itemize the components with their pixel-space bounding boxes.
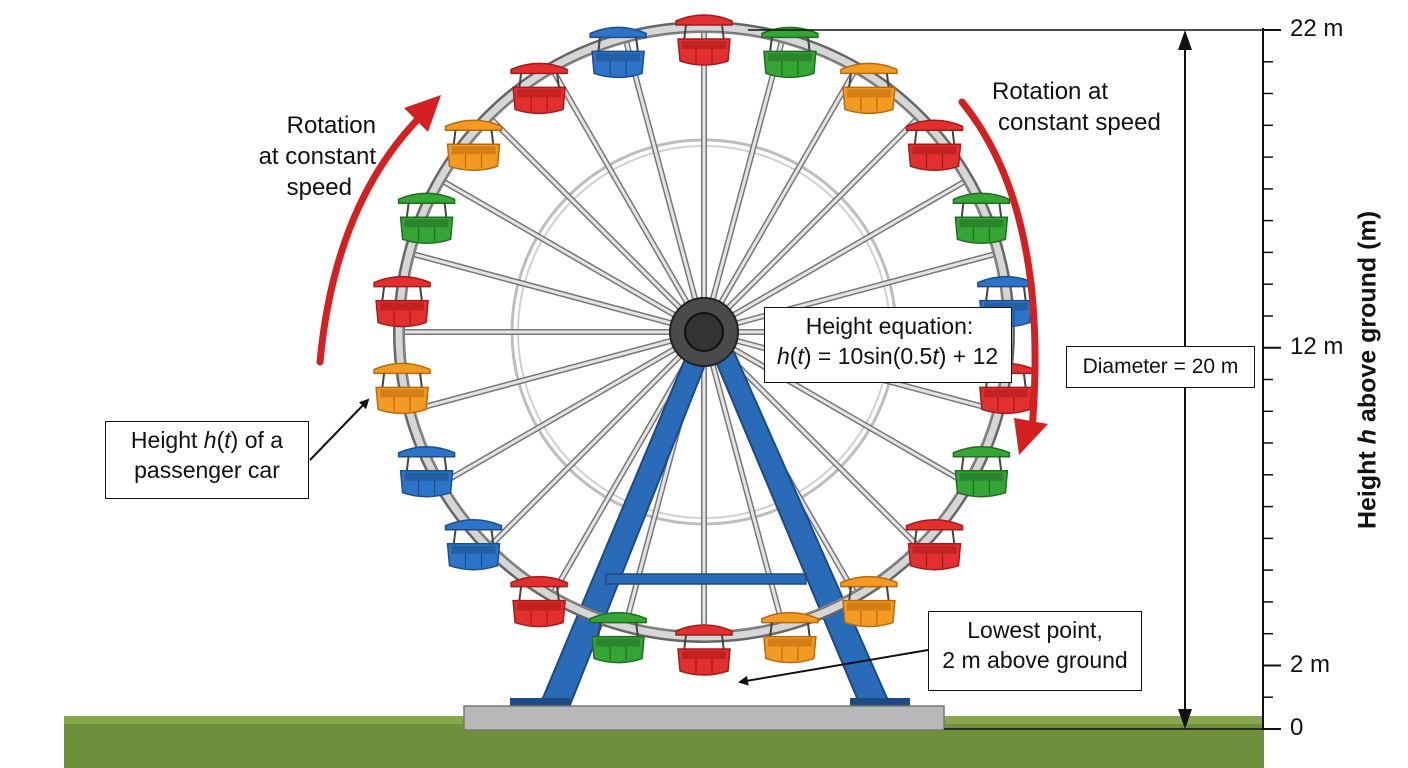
passenger-car: [761, 26, 819, 79]
lowest-point-callout: Lowest point, 2 m above ground: [928, 611, 1142, 691]
rotation-label-right: Rotation at constant speed: [992, 76, 1161, 138]
passenger-car: [397, 445, 456, 498]
passenger-car: [761, 611, 819, 664]
diameter-label: Diameter = 20 m: [1066, 346, 1255, 388]
rotation-arrow-right: [958, 98, 1039, 434]
passenger-car: [589, 611, 647, 664]
passenger-car: [675, 624, 733, 676]
passenger-car: [905, 119, 964, 172]
height-callout-arrow: [309, 398, 370, 461]
rotation-label-left: Rotation at constant speed: [236, 110, 376, 204]
height-callout-line1: Height h(t) of a: [130, 427, 284, 453]
passenger-car: [675, 14, 733, 66]
passenger-car: [952, 445, 1011, 498]
wheel-hub: [669, 297, 739, 367]
passenger-car: [510, 575, 568, 628]
lowest-point-line1: Lowest point,: [967, 617, 1103, 643]
axis-title: Height h above ground (m): [1353, 210, 1382, 530]
lowest-point-line2: 2 m above ground: [942, 646, 1128, 673]
passenger-car: [510, 62, 568, 115]
rotation-arrowhead-right: [1014, 418, 1048, 455]
concrete-base: [463, 705, 945, 731]
wheel-spokes: [396, 24, 1012, 640]
passenger-car: [840, 62, 898, 115]
equation-title: Height equation:: [805, 313, 974, 339]
rotation-arrowhead-left: [404, 95, 441, 132]
rotation-arrow-left: [316, 108, 429, 366]
height-callout: Height h(t) of a passenger car: [105, 421, 309, 499]
equation-formula: h(t) = 10sin(0.5t) + 12: [777, 342, 999, 369]
rotation-left-line3: speed: [286, 174, 352, 202]
passenger-car: [952, 192, 1011, 245]
passenger-car: [373, 275, 431, 328]
rotation-right-line2: constant speed: [998, 109, 1161, 137]
height-axis: [1262, 28, 1281, 730]
height-callout-line2: passenger car: [134, 456, 280, 483]
rotation-right-line1: Rotation at: [992, 78, 1109, 105]
passenger-car: [589, 26, 647, 79]
passenger-car: [397, 192, 456, 245]
tick-label: 22 m: [1290, 15, 1344, 42]
passenger-car: [840, 575, 898, 628]
tick-label: 12 m: [1290, 332, 1344, 360]
passenger-car: [444, 518, 503, 571]
tick-label: 0: [1290, 714, 1304, 741]
equation-callout: Height equation: h(t) = 10sin(0.5t) + 12: [764, 307, 1012, 383]
passenger-car: [444, 119, 503, 172]
rotation-arrows: [316, 95, 1048, 455]
passenger-car: [905, 518, 964, 571]
passenger-car: [373, 362, 431, 415]
tick-label: 2 m: [1290, 650, 1331, 678]
lowest-point-arrow: [738, 649, 929, 686]
rotation-left-line2: at constant: [258, 143, 376, 171]
rotation-left-line1: Rotation: [286, 112, 376, 139]
passenger-cars: [373, 14, 1035, 676]
